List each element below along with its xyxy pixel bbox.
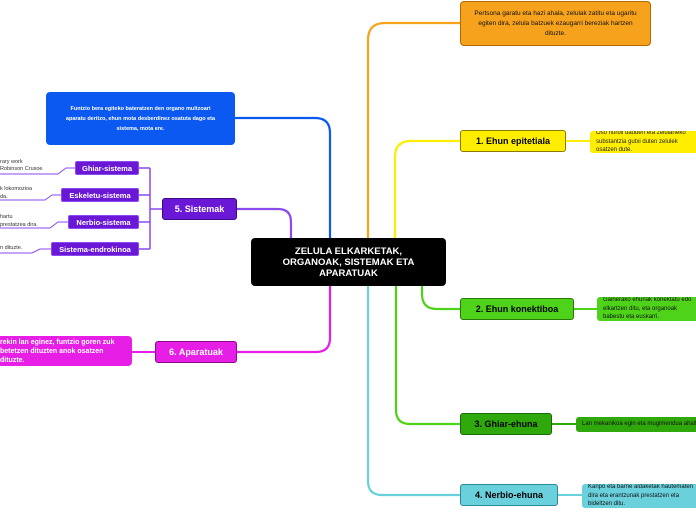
line-branch-1 (393, 139, 460, 238)
aparatuak-label: 6. Aparatuak (169, 347, 223, 357)
fragment-text: hartu (0, 214, 13, 220)
note-4-text: Kanpo eta barne aldaketak hautematen dir… (588, 484, 694, 508)
central-title: ZELULA ELKARKETAK, ORGANOAK, SISTEMAK ET… (282, 245, 415, 279)
note-ehun-epitetiala[interactable]: Oso hurbil dauden eta zelularteko substa… (590, 131, 696, 153)
note-nerbio-ehuna[interactable]: Kanpo eta barne aldaketak hautematen dir… (582, 484, 696, 508)
fragment-text: rary work (0, 159, 23, 165)
fragment-text: n dituzte. (0, 245, 23, 251)
line-frag-3 (0, 221, 68, 229)
line-frag-4 (0, 248, 51, 254)
fragment-text: prestatzea dira. (0, 222, 38, 228)
sub-3-label: Nerbio-sistema (76, 217, 131, 227)
line-left-note (235, 116, 332, 238)
line-top-note (366, 21, 460, 238)
branch-2-label: 2. Ehun konektiboa (475, 304, 559, 314)
sub-eskeletu-sistema[interactable]: Eskeletu-sistema (61, 188, 139, 202)
sub-4-label: Sistema-endrokinoa (59, 244, 131, 254)
branch-ehun-epitetiala[interactable]: 1. Ehun epitetiala (460, 130, 566, 152)
branch-3-label: 3. Ghiar-ehuna (474, 419, 538, 429)
note-2-text: Gainerako ehunak konektatu edo elkartzen… (603, 297, 692, 321)
branch-nerbio-ehuna[interactable]: 4. Nerbio-ehuna (460, 484, 558, 506)
branch-4-label: 4. Nerbio-ehuna (474, 490, 543, 500)
top-note-text: Pertsona garatu eta hazi ahala, zelulak … (474, 9, 637, 37)
fragment-text: Robinson Crusoe (0, 166, 43, 172)
branch-sistemak[interactable]: 5. Sistemak (162, 198, 237, 220)
line-frag-1 (0, 167, 75, 175)
fragment-text: k lokomozioa (0, 186, 33, 192)
line-sistemak-bracket (139, 167, 162, 250)
sistemak-note-text: Funtzio bera egiteko bateratzen den orga… (65, 105, 216, 132)
sistemak-label: 5. Sistemak (174, 204, 225, 214)
top-note[interactable]: Pertsona garatu eta hazi ahala, zelulak … (460, 1, 651, 46)
central-topic[interactable]: ZELULA ELKARKETAK, ORGANOAK, SISTEMAK ET… (251, 238, 446, 286)
note-1-text: Oso hurbil dauden eta zelularteko substa… (596, 131, 686, 153)
line-branch-4 (366, 286, 460, 497)
branch-aparatuak[interactable]: 6. Aparatuak (155, 341, 237, 363)
note-ghiar-ehuna[interactable]: Lan mekanikoa egin eta mugimendua ahalbi… (576, 417, 696, 432)
aparatuak-note[interactable]: rekin lan eginez, funtzio goren zuk bete… (0, 336, 132, 366)
line-branch-3 (394, 286, 460, 426)
note-ehun-konektiboa[interactable]: Gainerako ehunak konektatu edo elkartzen… (597, 297, 696, 321)
branch-1-label: 1. Ehun epitetiala (475, 136, 551, 146)
sistemak-note[interactable]: Funtzio bera egiteko bateratzen den orga… (46, 92, 235, 145)
sub-ghiar-sistema[interactable]: Ghiar-sistema (75, 161, 139, 175)
line-aparatuak (237, 286, 332, 354)
sub-2-label: Eskeletu-sistema (69, 190, 131, 200)
line-sistemak (237, 207, 293, 238)
sub-nerbio-sistema[interactable]: Nerbio-sistema (68, 215, 139, 229)
sub-1-label: Ghiar-sistema (81, 163, 133, 173)
branch-ehun-konektiboa[interactable]: 2. Ehun konektiboa (460, 298, 574, 320)
branch-ghiar-ehuna[interactable]: 3. Ghiar-ehuna (460, 413, 552, 435)
sub-sistema-endrokinoa[interactable]: Sistema-endrokinoa (51, 242, 139, 256)
line-frag-2 (0, 194, 61, 201)
note-3-text: Lan mekanikoa egin eta mugimendua ahalbi… (582, 421, 696, 428)
fragment-text: da. (0, 194, 8, 200)
line-branch-2 (420, 286, 460, 311)
aparatuak-note-text: rekin lan eginez, funtzio goren zuk bete… (0, 338, 115, 364)
